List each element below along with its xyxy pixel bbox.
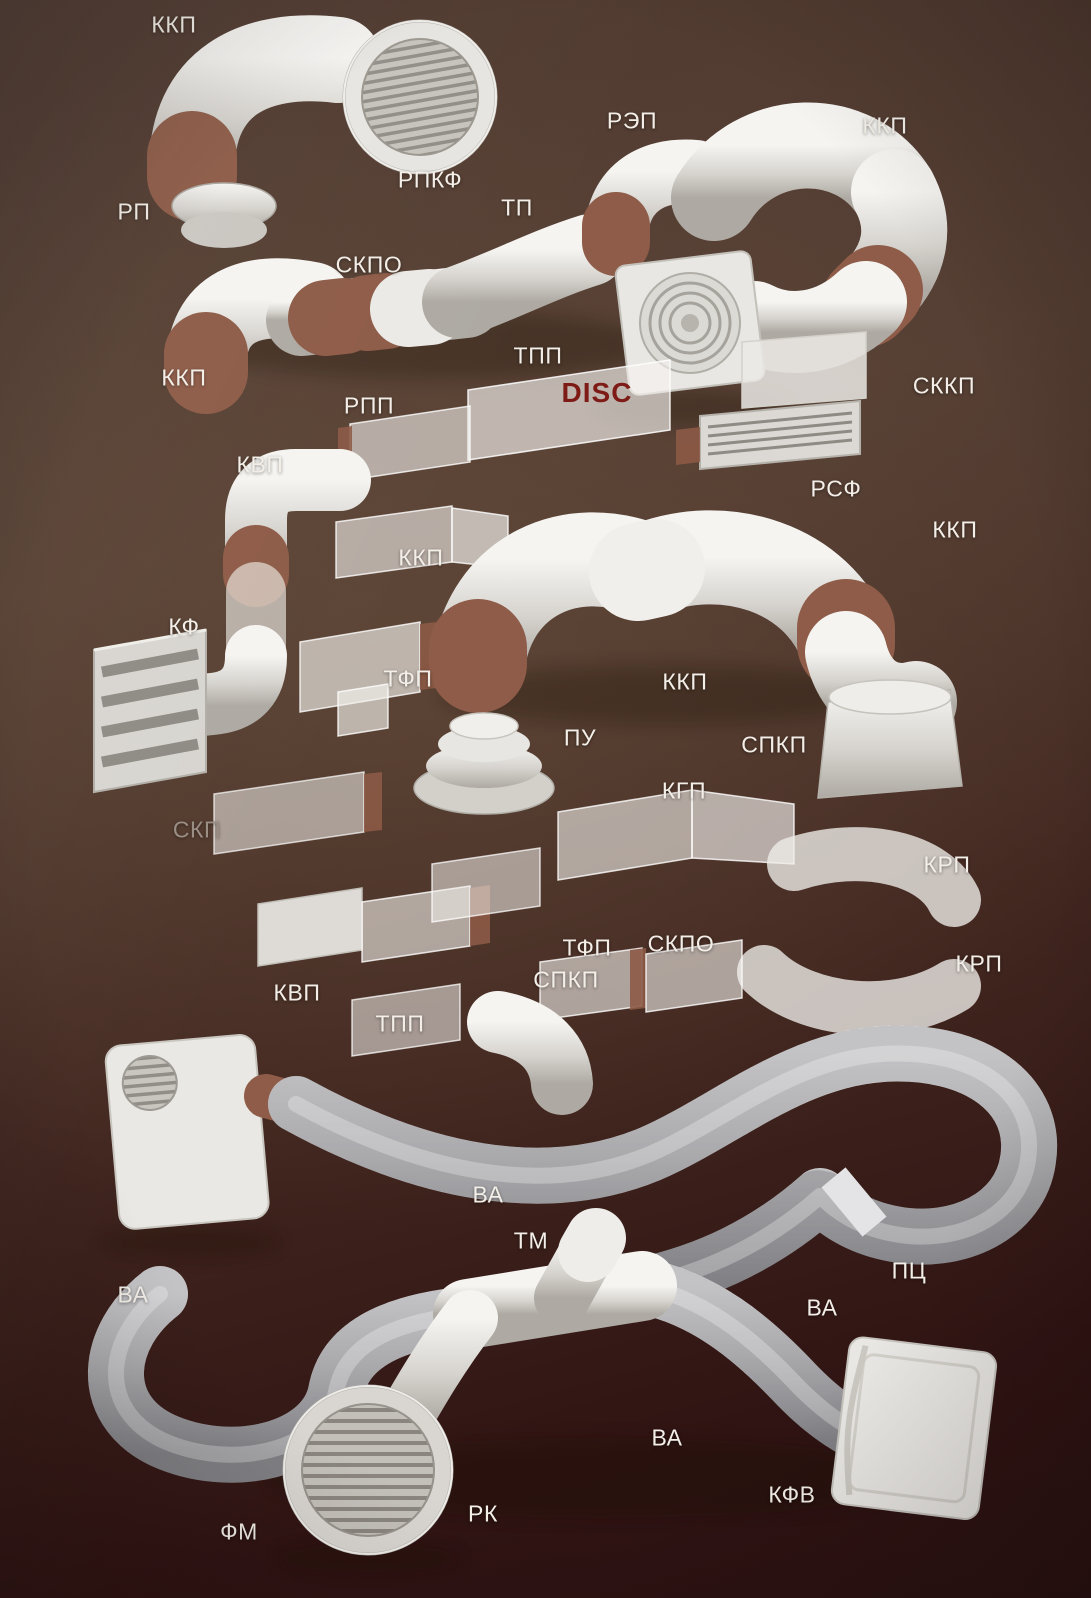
- diagram-label: КФВ: [768, 1481, 816, 1508]
- diffuser-grille: [121, 1054, 178, 1111]
- diagram-label: СКПО: [647, 930, 715, 957]
- top-round-duct-chain: [147, 15, 948, 414]
- diagram-label: ПУ: [563, 724, 597, 751]
- pipe-coupler-white: [589, 519, 705, 621]
- pu-reducer: [413, 712, 555, 815]
- diagram-label: ТФП: [562, 934, 612, 961]
- flex-hose-main: [268, 1025, 1058, 1314]
- diagram-label: РК: [468, 1500, 498, 1527]
- diagram-label: ТП: [501, 194, 533, 221]
- diagram-label: КРП: [923, 851, 971, 878]
- diagram-label: СПКП: [741, 731, 807, 758]
- diagram-label: ВА: [806, 1294, 838, 1321]
- connector-frame: [676, 427, 700, 465]
- diagram-label: РП: [117, 198, 151, 225]
- diagram-label: СКП: [172, 816, 222, 843]
- diagram-label: ФМ: [220, 1518, 258, 1545]
- rk-round-grille: [282, 1384, 454, 1556]
- diagram-label: DISC: [561, 377, 633, 408]
- diagram-label: ККП: [151, 11, 197, 38]
- pipe-elbow: [467, 991, 593, 1115]
- diagram-label: РПП: [343, 392, 395, 419]
- pc-clamp: [821, 1167, 887, 1237]
- diagram-label: СККП: [912, 372, 976, 399]
- diagram-label: КФ: [168, 613, 200, 640]
- diagram-label: ВА: [651, 1424, 683, 1451]
- diagram-label: СКПО: [335, 251, 403, 278]
- kgp-flat-elbow: [557, 789, 795, 881]
- rsf-grille: [676, 399, 861, 471]
- flat-duct-tfp: [431, 847, 541, 923]
- skp-duct: [213, 771, 382, 855]
- tfp-flat-tee: [299, 621, 436, 737]
- mid-left-run: [161, 449, 371, 737]
- diagram-label: ККП: [662, 668, 708, 695]
- diagram-label: ТПП: [513, 342, 563, 369]
- flat-duct-sckp: [741, 331, 867, 409]
- diagram-label: ВА: [117, 1281, 149, 1308]
- kfv-wall-cap: [830, 1336, 998, 1521]
- diagram-label: КРП: [955, 950, 1003, 977]
- flat-duct-run-top: [335, 331, 867, 579]
- diagram-label: ККП: [398, 544, 444, 571]
- diagram-label: ККП: [932, 516, 978, 543]
- diagram-label: ТМ: [513, 1227, 549, 1254]
- flat-duct-tpp: [351, 983, 461, 1057]
- krp-curved-elbows: [737, 827, 981, 1036]
- rpkf-round-grille: [342, 19, 498, 175]
- pipe-tube-tp: [422, 214, 626, 338]
- flat-elbow: [161, 625, 287, 737]
- diagram-label: СПКП: [533, 966, 599, 993]
- spkp-adapter: [817, 679, 963, 799]
- flat-duct-run-bottom: [257, 847, 743, 1115]
- kf-grille: [93, 628, 207, 794]
- connector-frame: [630, 948, 646, 1010]
- diagram-label: РЭП: [606, 107, 658, 134]
- connector-frame: [364, 772, 382, 832]
- flex-hose-left: [88, 1266, 498, 1483]
- diagram-label: КВП: [273, 979, 321, 1006]
- flange-rp: [171, 182, 277, 248]
- diagram-label: ТПП: [375, 1010, 425, 1037]
- diagram-label: ККП: [161, 364, 207, 391]
- diagram-label: РПКФ: [397, 166, 463, 193]
- diagram-label: КВП: [236, 451, 284, 478]
- flat-duct-skpo: [645, 939, 743, 1013]
- diagram-label: ПЦ: [891, 1257, 927, 1284]
- diagram-label: ККП: [862, 112, 908, 139]
- diagram-label: КГП: [661, 777, 707, 804]
- flat-elbow-kvp: [225, 449, 371, 605]
- diagram-label: ВА: [472, 1181, 504, 1208]
- diagram-label: РСФ: [810, 475, 862, 502]
- diagram-label: ТФП: [383, 665, 433, 692]
- fan-unit-disc: [614, 250, 766, 396]
- ceiling-diffuser: [104, 1034, 270, 1230]
- pipe-elbow-skkp: [713, 261, 907, 373]
